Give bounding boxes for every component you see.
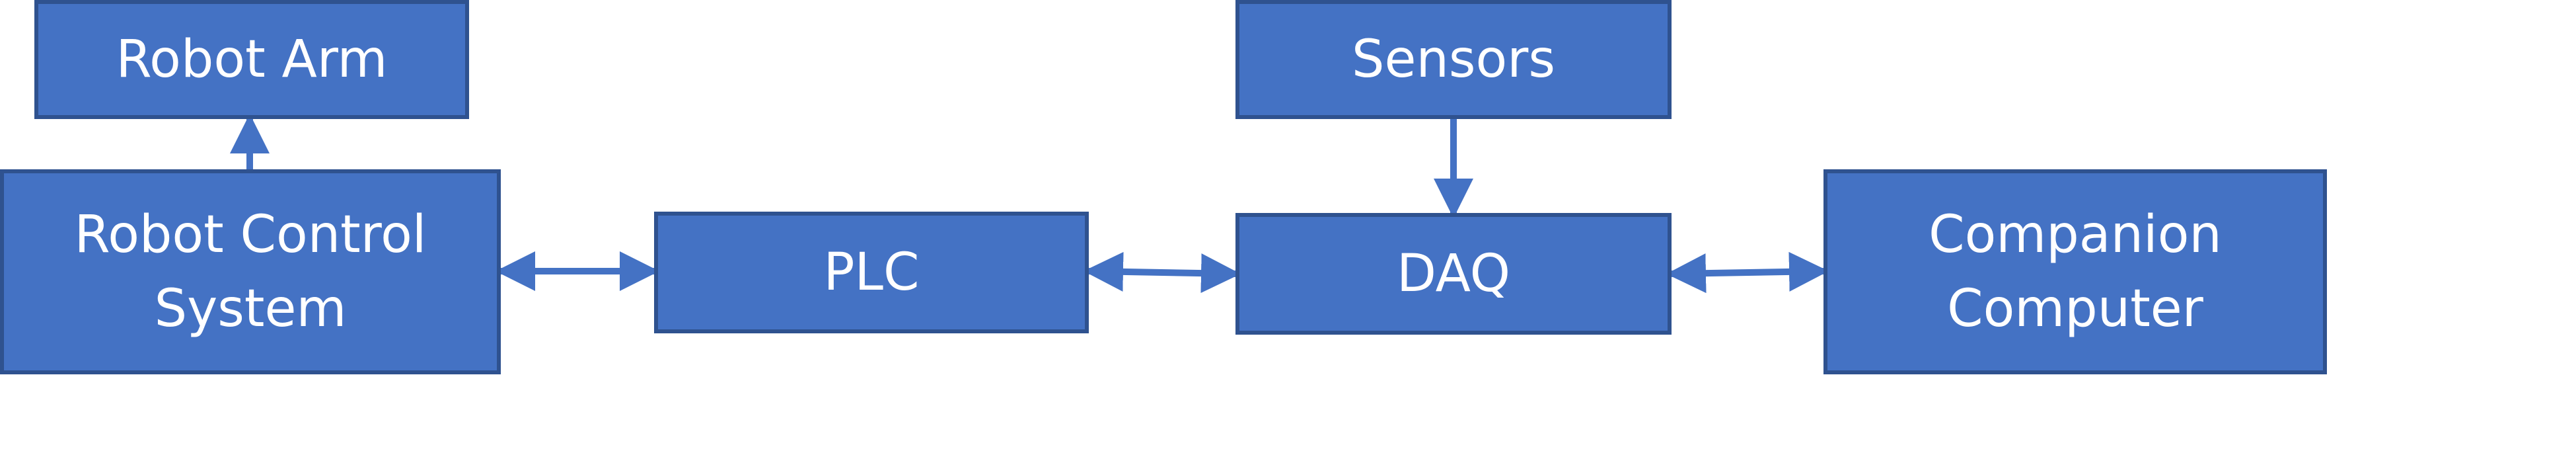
node-robot-control-system: Robot Control System — [0, 169, 501, 374]
node-daq: DAQ — [1235, 213, 1672, 335]
node-robot-control-line2: System — [154, 279, 347, 339]
node-companion-line1: Companion — [1929, 205, 2222, 265]
edge-daq-companion — [1666, 251, 1829, 294]
node-companion-line2: Computer — [1947, 279, 2203, 339]
node-robot-arm: Robot Arm — [34, 0, 469, 119]
node-robot-control-line1: Robot Control — [74, 205, 427, 265]
node-daq-label: DAQ — [1396, 244, 1511, 304]
node-plc-label: PLC — [823, 243, 920, 302]
edge-plc-daq — [1084, 251, 1241, 294]
node-plc: PLC — [654, 212, 1089, 333]
node-sensors: Sensors — [1235, 0, 1672, 119]
node-companion-computer: Companion Computer — [1823, 169, 2327, 374]
node-sensors-label: Sensors — [1351, 30, 1555, 89]
node-robot-arm-label: Robot Arm — [116, 30, 388, 89]
